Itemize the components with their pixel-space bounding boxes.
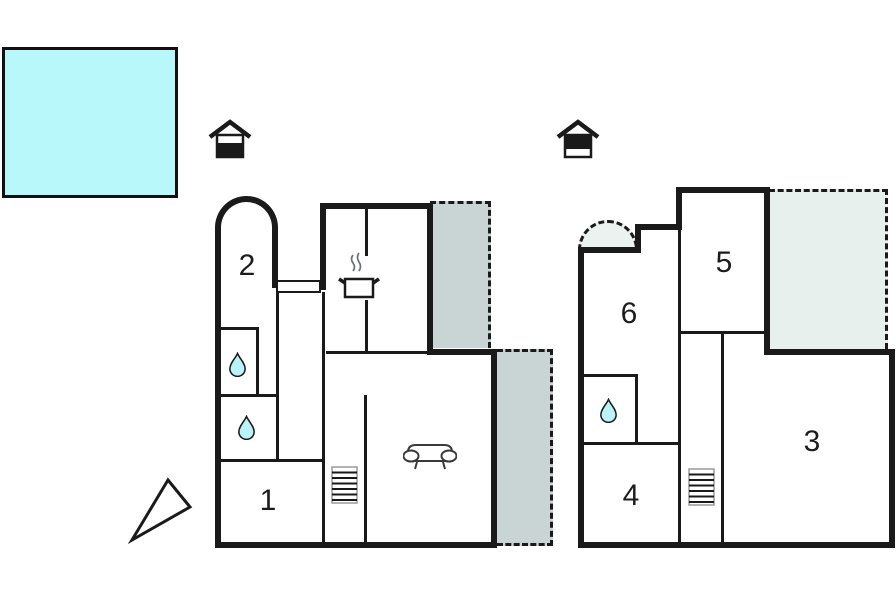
stairs-icon [688,468,715,506]
wall [218,459,323,462]
wall [218,394,277,397]
wall [578,542,895,548]
terrace [430,201,491,348]
ground-floor-indicator-icon [208,119,252,159]
water-drop-icon [238,415,255,440]
terrace [497,349,553,546]
wall [215,230,221,548]
wall [584,442,680,445]
room-label-4: 4 [622,479,640,512]
entrance-door [276,280,321,293]
wall [326,351,427,354]
wall [635,224,641,253]
wall [320,203,326,290]
wall [427,349,497,355]
wall [365,209,368,256]
room-label-2: 2 [238,249,256,282]
wall [678,230,681,542]
wall [635,374,638,444]
wall [676,187,770,193]
wall [889,349,895,548]
wall [256,327,259,395]
swimming-pool [2,47,178,198]
wall [578,247,641,253]
wall [721,331,724,542]
north-arrow-icon [127,477,193,545]
wall [322,292,325,542]
wall [578,247,584,548]
room-label-1: 1 [259,484,277,517]
wall [218,327,258,330]
wall [364,395,367,542]
room-label-3: 3 [803,425,821,458]
wall [764,349,895,355]
sofa-icon [403,444,457,470]
upper-floor-indicator-icon [556,119,600,159]
wall [584,374,638,377]
wall [764,187,770,355]
room-label-6: 6 [620,297,638,330]
wall [427,203,433,355]
wall [365,300,368,352]
room-label-5: 5 [715,246,733,279]
arched-wall [215,196,278,236]
terrace [769,189,888,349]
wall [320,203,433,209]
water-drop-icon [600,398,617,423]
wall [272,232,278,288]
wall [491,349,497,548]
wall [215,542,497,548]
stairs-icon [331,466,358,504]
wall [635,224,682,230]
stove-icon [338,252,380,299]
water-drop-icon [229,352,246,377]
wall [276,292,279,460]
wall [676,187,682,230]
